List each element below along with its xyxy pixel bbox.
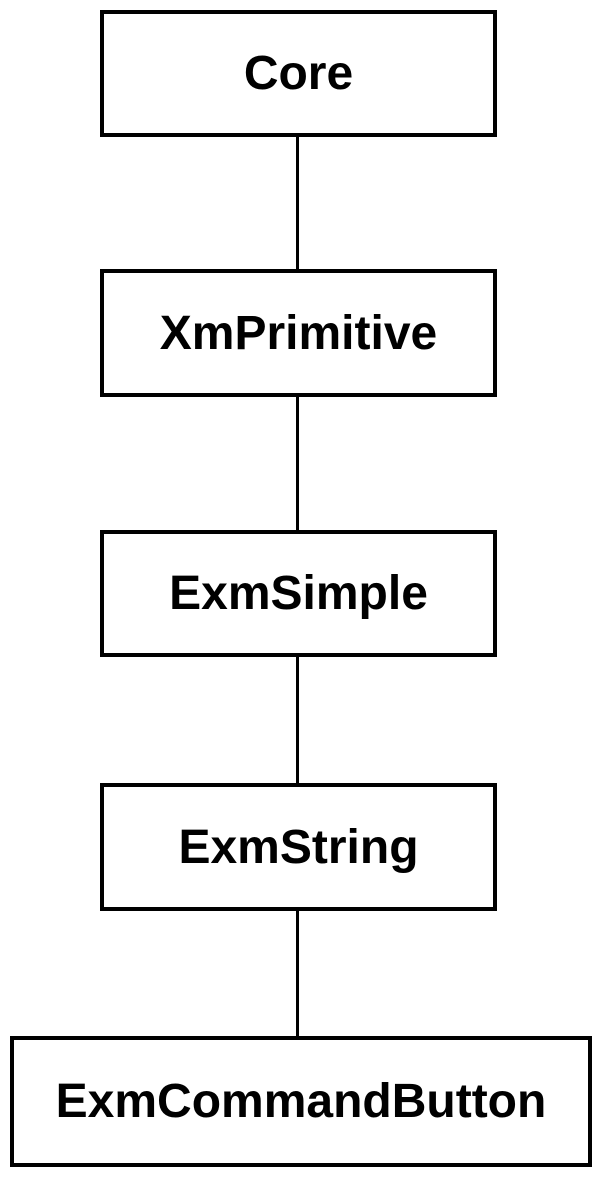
node-core-label: Core — [243, 47, 354, 100]
connector-xmprimitive-exmsimple — [296, 397, 299, 530]
connector-exmsimple-exmstring — [296, 657, 299, 783]
node-exmstring-label: ExmString — [178, 820, 419, 874]
node-exmstring: ExmString — [100, 783, 497, 911]
connector-exmstring-exmcommandbutton — [296, 911, 299, 1036]
node-exmsimple: ExmSimple — [100, 530, 497, 657]
node-core: Core — [100, 10, 497, 137]
node-exmcommandbutton-label: ExmCommandButton — [55, 1075, 547, 1128]
connector-core-xmprimitive — [296, 137, 299, 269]
node-xmprimitive: XmPrimitive — [100, 269, 497, 397]
node-exmcommandbutton: ExmCommandButton — [10, 1036, 592, 1167]
node-xmprimitive-label: XmPrimitive — [159, 306, 438, 360]
node-exmsimple-label: ExmSimple — [169, 567, 428, 620]
